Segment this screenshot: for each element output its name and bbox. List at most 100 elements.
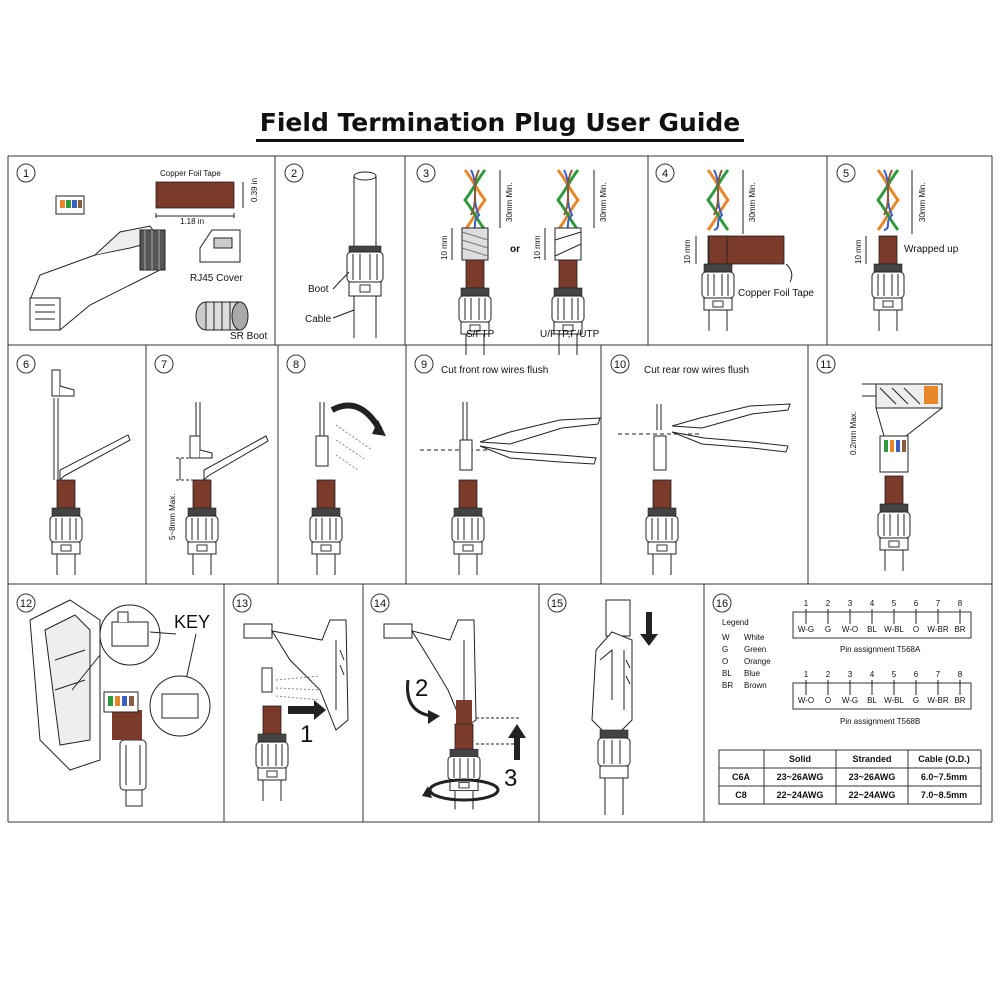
pin-table-t568b: 1 2 3 4 5 6 7 8 W-O O W-G BL W-BL G W-BR… xyxy=(792,670,972,726)
t568a-label: Pin assignment T568A xyxy=(840,645,921,654)
copper-foil-tape-label: Copper Foil Tape xyxy=(160,169,221,178)
legend-code: W xyxy=(722,633,730,642)
step-number-circle xyxy=(232,593,252,613)
legend-code: G xyxy=(722,645,728,654)
step-number: 12 xyxy=(20,598,32,610)
step-number-circle xyxy=(16,163,36,183)
step-2: 2 Boot Cable xyxy=(284,163,384,338)
step-14: 14 2 3 xyxy=(370,593,526,810)
legend-name: Green xyxy=(744,645,766,654)
step-10: 10 Cut rear row wires flush xyxy=(610,354,791,576)
step-number: 8 xyxy=(293,359,299,371)
step-number: 2 xyxy=(291,168,297,180)
pin-color: BR xyxy=(954,696,965,705)
step-number-circle xyxy=(16,593,36,613)
pin-color: BL xyxy=(867,625,877,634)
step-number-circle xyxy=(836,163,856,183)
pin-color: W-BR xyxy=(927,625,948,634)
uftp-label: U/FTP,F/UTP xyxy=(540,329,600,340)
step-1: 1 Copper Foil Tape 1.18 in 0.39 in xyxy=(16,163,267,342)
step-number: 5 xyxy=(843,168,849,180)
step-number-circle xyxy=(655,163,675,183)
step-number: 15 xyxy=(551,598,563,610)
pin-number: 1 xyxy=(804,670,809,679)
step-number-circle xyxy=(816,354,836,374)
step-number-circle xyxy=(712,593,732,613)
pin-number: 3 xyxy=(848,670,853,679)
pin-number: 4 xyxy=(870,670,875,679)
pin-color: W-G xyxy=(798,625,814,634)
tape-height-label: 0.39 in xyxy=(250,178,259,202)
legend-title: Legend xyxy=(722,618,749,627)
pin-color: G xyxy=(913,696,919,705)
step-index-3: 3 xyxy=(504,765,517,792)
row-3-frame xyxy=(7,584,993,823)
table-cell: 23~26AWG xyxy=(777,772,824,782)
table-cell: C6A xyxy=(732,772,751,782)
strip-length-label: 10 mm xyxy=(440,235,449,260)
t568b-label: Pin assignment T568B xyxy=(840,717,920,726)
rotate-arrow-icon xyxy=(428,778,500,802)
table-cell: 22~24AWG xyxy=(777,790,824,800)
pin-color: W-O xyxy=(842,625,858,634)
step-number: 4 xyxy=(662,168,668,180)
step-number: 16 xyxy=(716,598,728,610)
step-number: 9 xyxy=(421,359,427,371)
pin-color: BR xyxy=(954,625,965,634)
sr-boot-label: SR Boot xyxy=(230,331,267,342)
pin-number: 8 xyxy=(958,670,963,679)
arrow-right-icon xyxy=(288,700,326,720)
pin-number: 3 xyxy=(848,599,853,608)
legend-name: Brown xyxy=(744,681,767,690)
min-length-label: 30mm Min. xyxy=(748,182,757,222)
step-number: 7 xyxy=(161,359,167,371)
step-12: 12 KEY xyxy=(16,593,211,807)
arrow-down-icon xyxy=(640,612,658,646)
key-label: KEY xyxy=(174,612,210,632)
pin-color: W-O xyxy=(798,696,814,705)
legend-name: Orange xyxy=(744,657,771,666)
max-length-label: 5~8mm Max. xyxy=(168,494,177,540)
table-cell: 23~26AWG xyxy=(849,772,896,782)
step-9: 9 Cut front row wires flush xyxy=(414,354,601,576)
pin-number: 7 xyxy=(936,670,941,679)
or-label: or xyxy=(510,244,520,255)
step-3: 3 30mm Min. 10 mm or 30mm Min. 10 mm S/F… xyxy=(416,163,608,356)
sr-boot-icon xyxy=(195,301,249,331)
strip-length-label: 10 mm xyxy=(683,239,692,264)
table-cell: 7.0~8.5mm xyxy=(921,790,967,800)
step-number-circle xyxy=(284,163,304,183)
spec-table: Solid Stranded Cable (O.D.) C6A 23~26AWG… xyxy=(718,749,982,805)
pin-color: O xyxy=(913,625,919,634)
step-8: 8 xyxy=(286,354,386,576)
tape-width-label: 1.18 in xyxy=(180,217,204,226)
step-number-circle xyxy=(16,354,36,374)
cover-icon xyxy=(55,195,85,215)
step-number: 6 xyxy=(23,359,29,371)
rj45-cover-icon xyxy=(199,229,241,263)
step-7: 7 5~8mm Max. xyxy=(154,354,269,576)
step-10-caption: Cut rear row wires flush xyxy=(644,365,749,376)
pin-number: 7 xyxy=(936,599,941,608)
pin-table-t568a: 1 2 3 4 5 6 7 8 W-G G W-O BL W-BL O W-BR… xyxy=(792,599,972,654)
pin-number: 4 xyxy=(870,599,875,608)
step-number-circle xyxy=(286,354,306,374)
copper-foil-tape-label: Copper Foil Tape xyxy=(738,288,814,299)
step-number: 14 xyxy=(374,598,386,610)
legend-code: BL xyxy=(722,669,732,678)
step-index-2: 2 xyxy=(415,675,428,702)
pliers-icon xyxy=(479,417,601,445)
legend-code: BR xyxy=(722,681,733,690)
strip-length-label: 10 mm xyxy=(854,239,863,264)
pin-color: W-G xyxy=(842,696,858,705)
step-4: 4 30mm Min. 10 mm Copper Foil Tape xyxy=(655,163,814,332)
pin-number: 6 xyxy=(914,670,919,679)
table-cell: 6.0~7.5mm xyxy=(921,772,967,782)
legend: W White G Green O Orange BL Blue BR Brow… xyxy=(722,633,771,690)
plug-drawing xyxy=(29,225,166,331)
pin-number: 5 xyxy=(892,599,897,608)
pin-color: W-BL xyxy=(884,625,904,634)
arrow-up-icon xyxy=(508,724,526,760)
rj45-cover-label: RJ45 Cover xyxy=(190,273,243,284)
step-5: 5 30mm Min. 10 mm Wrapped up xyxy=(836,163,959,332)
